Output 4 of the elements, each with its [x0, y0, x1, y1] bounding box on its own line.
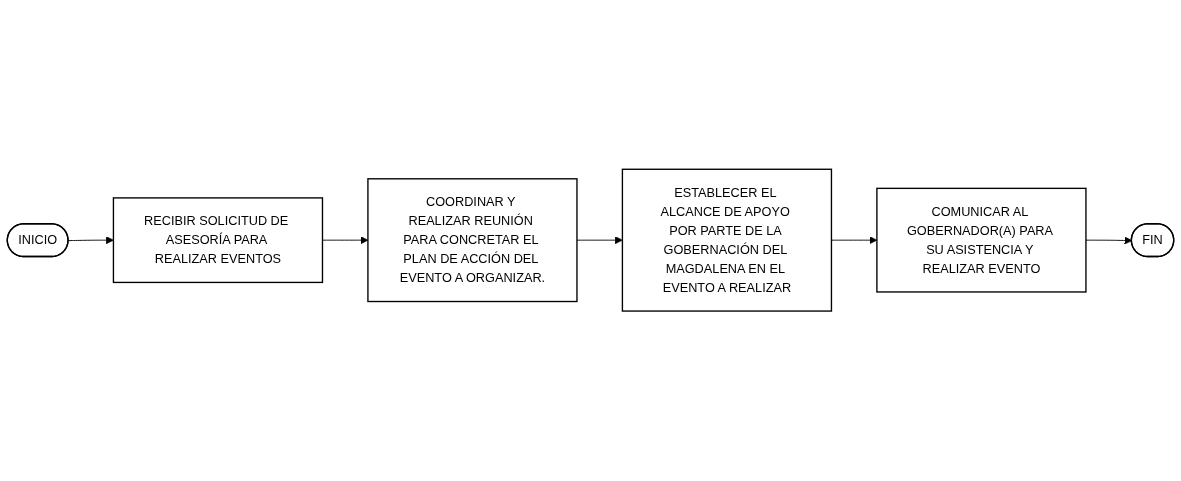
node-box: ESTABLECER EL ALCANCE DE APOYO POR PARTE DE LA GOBERNACIÓN DEL MAGDALENA EN EL EVENTO A REALIZAR	[621, 168, 833, 313]
node-box: RECIBIR SOLICITUD DE ASESORÍA PARA REALIZAR EVENTOS	[112, 197, 324, 284]
node-box: COORDINAR Y REALIZAR REUNIÓN PARA CONCRETAR EL PLAN DE ACCIÓN DEL EVENTO A ORGANIZAR.	[367, 178, 578, 303]
node-box: COMUNICAR AL GOBERNADOR(A) PARA SU ASISTENCIA Y REALIZAR EVENTO	[876, 188, 1087, 293]
